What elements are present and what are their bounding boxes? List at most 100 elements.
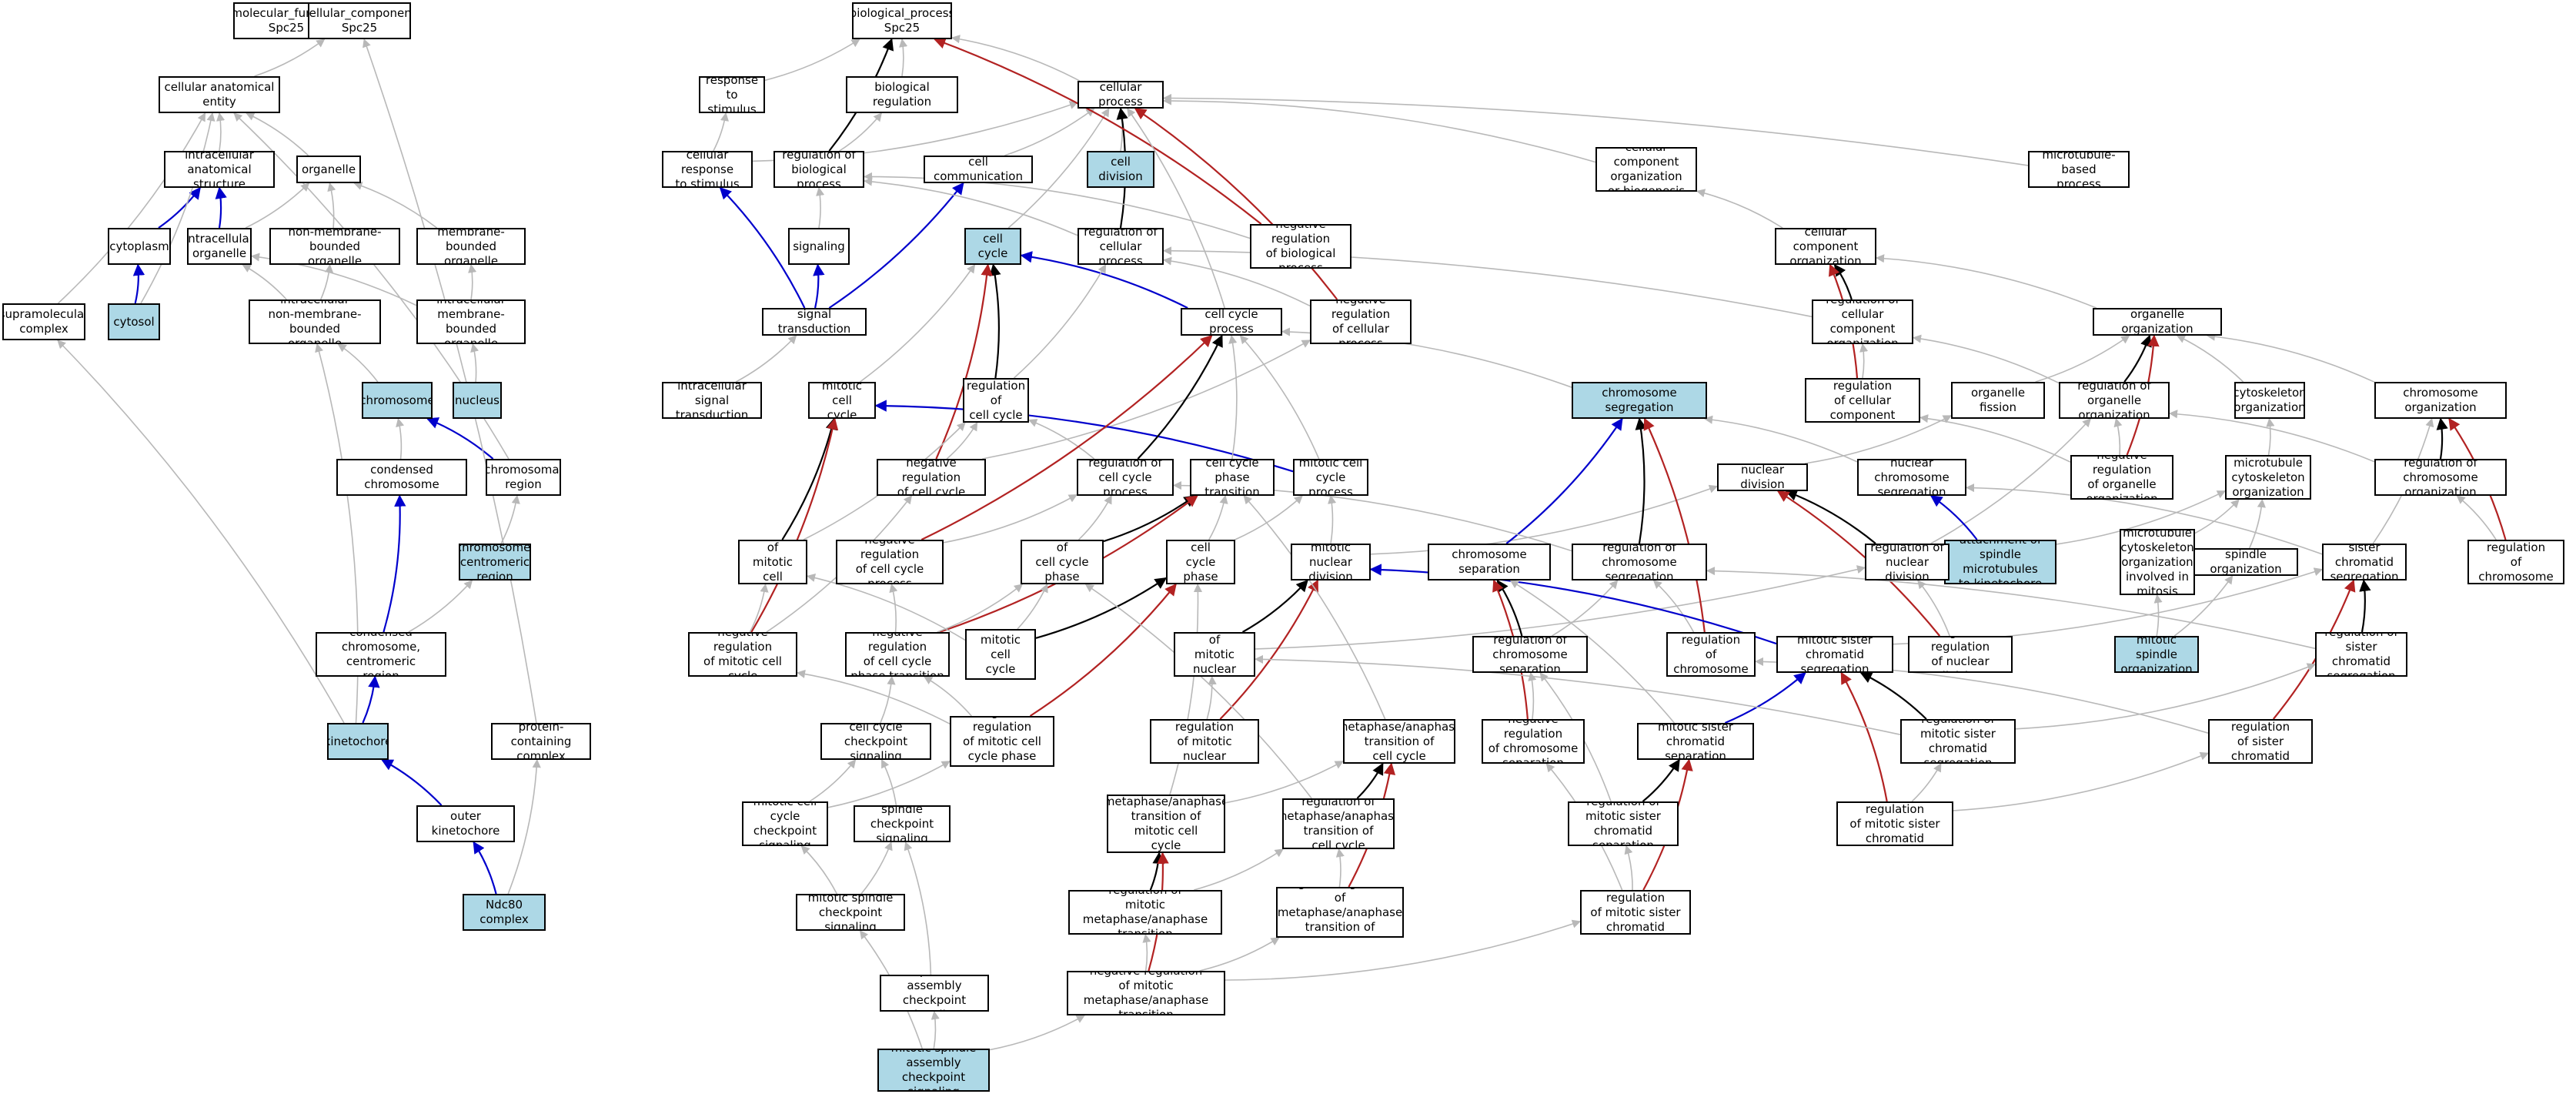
- node-roo[interactable]: regulation of organelle organization: [2059, 382, 2170, 419]
- node-supra[interactable]: supramolecular complex: [2, 303, 85, 340]
- node-icorg[interactable]: intracellular organelle: [187, 228, 252, 265]
- node-orgfis[interactable]: organelle fission: [1951, 382, 2045, 419]
- node-mscs[interactable]: mitotic sister chromatid segregation: [1776, 636, 1893, 673]
- node-celldiv[interactable]: cell division: [1087, 151, 1154, 188]
- node-msep[interactable]: mitotic sister chromatid separation: [1637, 723, 1754, 760]
- node-mccpt[interactable]: mitotic cell cycle phase transition: [1166, 540, 1235, 584]
- node-mco[interactable]: microtubule cytoskeleton organization: [2225, 455, 2311, 500]
- node-nrcco[interactable]: negative regulation of cellular componen…: [1805, 378, 1920, 423]
- node-nrchrseg[interactable]: negative regulation of chromosome segreg…: [1666, 632, 1756, 677]
- node-rcp[interactable]: regulation of cellular process: [1078, 228, 1164, 265]
- node-mccp[interactable]: mitotic cell cycle process: [1293, 459, 1368, 496]
- node-nrchrsep[interactable]: negative regulation of chromosome separa…: [1482, 719, 1585, 764]
- node-chrreg[interactable]: chromosomal region: [486, 459, 561, 496]
- node-chromosome[interactable]: chromosome: [362, 382, 433, 419]
- node-cellcycle[interactable]: cell cycle: [964, 228, 1021, 265]
- node-rchrseg[interactable]: regulation of chromosome segregation: [1572, 544, 1707, 580]
- node-nrchro[interactable]: negative regulation of chromosome organi…: [2467, 540, 2564, 584]
- node-ccomm[interactable]: cell communication: [924, 156, 1033, 183]
- node-matcc[interactable]: metaphase/anaphase transition of cell cy…: [1343, 719, 1455, 764]
- node-ccps[interactable]: cell cycle checkpoint signaling: [820, 723, 931, 760]
- node-cellproc[interactable]: cellular process: [1078, 81, 1164, 109]
- node-mscps[interactable]: mitotic spindle checkpoint signaling: [796, 894, 905, 931]
- node-nrscs[interactable]: negative regulation of sister chromatid …: [2208, 719, 2313, 764]
- node-nucdiv[interactable]: nuclear division: [1717, 463, 1808, 491]
- node-pcc[interactable]: protein-containing complex: [491, 723, 591, 760]
- node-signaling[interactable]: signaling: [788, 228, 850, 265]
- node-icnmbo[interactable]: intracellular non-membrane-bounded organ…: [249, 299, 381, 344]
- node-crs[interactable]: cellular response to stimulus: [662, 151, 753, 188]
- node-mtbp[interactable]: microtubule-based process: [2028, 151, 2130, 188]
- node-cco[interactable]: cellular component organization: [1775, 228, 1876, 265]
- node-nrcp[interactable]: negative regulation of cellular process: [1310, 299, 1412, 344]
- node-scs[interactable]: sister chromatid segregation: [2322, 544, 2407, 580]
- node-rchro[interactable]: regulation of chromosome organization: [2374, 459, 2507, 496]
- node-chrsep[interactable]: chromosome separation: [1428, 544, 1551, 580]
- node-nrcc[interactable]: negative regulation of cell cycle: [877, 459, 986, 496]
- node-rmcc[interactable]: regulation of mitotic cell cycle: [738, 540, 807, 584]
- node-cae[interactable]: cellular anatomical entity: [159, 76, 280, 113]
- node-mcc[interactable]: mitotic cell cycle: [808, 382, 876, 419]
- node-spcs[interactable]: spindle checkpoint signaling: [854, 805, 951, 842]
- node-rbp[interactable]: regulation of biological process: [773, 151, 864, 188]
- node-nrmcc[interactable]: negative regulation of mitotic cell cycl…: [688, 632, 797, 677]
- node-spinorg[interactable]: spindle organization: [2193, 548, 2298, 576]
- node-rcc[interactable]: regulation of cell cycle: [963, 378, 1029, 423]
- node-nucleus[interactable]: nucleus: [453, 382, 502, 419]
- node-ccob[interactable]: cellular component organization or bioge…: [1595, 147, 1697, 192]
- node-nrnd[interactable]: negative regulation of nuclear division: [1908, 636, 2013, 673]
- node-msacs[interactable]: mitotic spindle assembly checkpoint sign…: [877, 1049, 990, 1092]
- node-ccpt[interactable]: cell cycle phase transition: [1190, 459, 1275, 496]
- node-cytoorg[interactable]: cytoskeleton organization: [2234, 382, 2305, 419]
- node-rcco[interactable]: regulation of cellular component organiz…: [1812, 299, 1913, 344]
- node-matmcc[interactable]: metaphase/anaphase transition of mitotic…: [1107, 795, 1225, 853]
- node-nrmmat[interactable]: negative regulation of mitotic metaphase…: [1067, 971, 1225, 1015]
- node-sacs[interactable]: spindle assembly checkpoint signaling: [880, 975, 989, 1012]
- node-rmscs[interactable]: regulation of mitotic sister chromatid s…: [1900, 719, 2016, 764]
- node-rmmat[interactable]: regulation of mitotic metaphase/anaphase…: [1068, 890, 1222, 935]
- node-nrmsep[interactable]: negative regulation of mitotic sister ch…: [1580, 890, 1691, 935]
- node-msporg[interactable]: mitotic spindle organization: [2114, 636, 2199, 673]
- node-nrmatcc[interactable]: negative regulation of metaphase/anaphas…: [1276, 887, 1404, 938]
- node-condchr[interactable]: condensed chromosome: [336, 459, 467, 496]
- node-rccpt[interactable]: regulation of cell cycle phase transitio…: [1021, 540, 1104, 584]
- node-cytosol[interactable]: cytosol: [108, 303, 160, 340]
- node-chrseg[interactable]: chromosome segregation: [1572, 382, 1707, 419]
- node-rmatcc[interactable]: regulation of metaphase/anaphase transit…: [1282, 798, 1395, 849]
- node-bioproc[interactable]: biological_process Spc25: [852, 2, 952, 39]
- node-icst[interactable]: intracellular signal transduction: [662, 382, 762, 419]
- node-nrmnd[interactable]: negative regulation of mitotic nuclear d…: [1150, 719, 1259, 764]
- node-rccp[interactable]: regulation of cell cycle process: [1077, 459, 1174, 496]
- node-mbo[interactable]: membrane-bounded organelle: [416, 228, 526, 265]
- node-sigtrans[interactable]: signal transduction: [762, 308, 867, 336]
- node-mnd[interactable]: mitotic nuclear division: [1291, 544, 1371, 580]
- node-orgorg[interactable]: organelle organization: [2093, 308, 2222, 336]
- node-rmccpt[interactable]: regulation of mitotic cell cycle phase t…: [965, 629, 1036, 680]
- node-outkin[interactable]: outer kinetochore: [416, 805, 515, 842]
- node-cytoplasm[interactable]: cytoplasm: [108, 228, 171, 265]
- node-ndc80[interactable]: Ndc80 complex: [463, 894, 546, 931]
- node-rscs[interactable]: regulation of sister chromatid segregati…: [2315, 632, 2407, 677]
- node-ccproc[interactable]: cell cycle process: [1181, 308, 1282, 336]
- node-mccps[interactable]: mitotic cell cycle checkpoint signaling: [742, 801, 828, 846]
- node-organelle[interactable]: organelle: [296, 156, 361, 183]
- node-resp[interactable]: response to stimulus: [699, 76, 765, 113]
- node-rchrsep[interactable]: regulation of chromosome separation: [1472, 636, 1588, 673]
- node-nmbo[interactable]: non-membrane-bounded organelle: [269, 228, 400, 265]
- node-nrccp[interactable]: negative regulation of cell cycle proces…: [836, 540, 944, 584]
- node-nrccpt[interactable]: negative regulation of cell cycle phase …: [845, 632, 950, 677]
- node-attach[interactable]: attachment of spindle microtubules to ki…: [1944, 540, 2056, 584]
- node-ncs[interactable]: nuclear chromosome segregation: [1857, 459, 1966, 496]
- node-ias[interactable]: intracellular anatomical structure: [164, 151, 275, 188]
- node-mcoim[interactable]: microtubule cytoskeleton organization in…: [2120, 529, 2195, 595]
- node-kinet[interactable]: kinetochore: [327, 723, 389, 760]
- node-ccc[interactable]: condensed chromosome, centromeric region: [316, 632, 446, 677]
- node-biore[interactable]: biological regulation: [846, 76, 958, 113]
- node-cellcomp[interactable]: cellular_component Spc25: [308, 2, 411, 39]
- node-rnd[interactable]: regulation of nuclear division: [1865, 544, 1950, 580]
- node-icmbo[interactable]: intracellular membrane-bounded organelle: [416, 299, 526, 344]
- node-rmsep[interactable]: regulation of mitotic sister chromatid s…: [1568, 801, 1679, 846]
- node-rmnd[interactable]: regulation of mitotic nuclear division: [1174, 632, 1255, 677]
- node-nroo[interactable]: negative regulation of organelle organiz…: [2070, 455, 2173, 500]
- node-nrmccpt[interactable]: negative regulation of mitotic cell cycl…: [950, 716, 1054, 767]
